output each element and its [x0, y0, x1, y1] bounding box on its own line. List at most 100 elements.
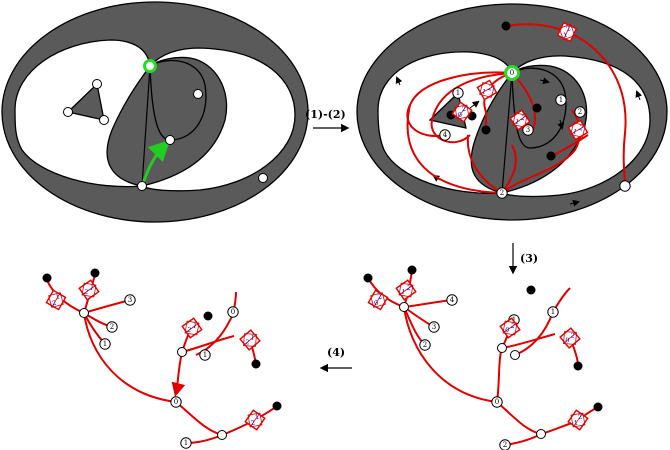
black-vertex [546, 151, 556, 161]
vertex [165, 135, 175, 145]
diamond-bottom-label: 0 [565, 336, 570, 344]
diamond-top-label: 1 [250, 334, 255, 342]
diamond-top-label: 2 [577, 413, 582, 422]
step-arrow-4: (4) [319, 346, 352, 373]
vertex [63, 107, 73, 117]
diamond-vertex: 12 [181, 317, 203, 339]
black-vertex [363, 273, 373, 283]
diamond-top-label: 1 [192, 322, 197, 331]
right-face [499, 55, 651, 198]
diamond-bottom-label: 0 [457, 111, 462, 120]
labeled-vertex: 1 [99, 338, 111, 350]
vertex-label: 2 [503, 441, 507, 449]
diamond-bottom-label: 2 [186, 326, 191, 335]
vertex-label: 2 [110, 323, 114, 331]
vertex-label: 0 [495, 398, 499, 406]
black-vertex [203, 311, 213, 321]
labeled-vertex [619, 180, 631, 192]
step-label-4: (4) [327, 346, 345, 359]
edge [141, 65, 151, 187]
diamond-top-label: 2 [461, 105, 466, 114]
labeled-vertex: 2 [419, 339, 431, 351]
panel-a-map [1, 1, 309, 223]
edge [501, 72, 513, 194]
diamond-vertex: 20 [367, 289, 389, 311]
black-vertex [526, 285, 536, 295]
labeled-vertex: 3 [124, 294, 136, 306]
diamond-top-label: 2 [565, 24, 572, 33]
black-vertex [42, 273, 52, 283]
labeled-vertex: 1 [199, 349, 211, 361]
diamond-vertex: 21 [556, 21, 578, 43]
vertex-label: 0 [174, 398, 178, 406]
tree-edge [566, 31, 627, 187]
vertex-label: 1 [103, 340, 107, 348]
vertex-label: 4 [443, 131, 448, 139]
diamond-vertex: 20 [451, 101, 473, 123]
vertex-label: 1 [203, 351, 207, 359]
labeled-vertex: 1 [547, 306, 559, 318]
vertex [99, 115, 109, 125]
black-vertex [501, 21, 511, 31]
vertex-label: 1 [512, 316, 516, 324]
diamond-bottom-label: 2 [245, 338, 250, 346]
diamond-vertex: 21 [567, 119, 589, 141]
labeled-vertex: 0 [170, 396, 182, 408]
vertex [536, 429, 546, 439]
black-vertex [272, 401, 282, 411]
tree-edge [466, 134, 503, 194]
labeled-vertex: 0 [491, 396, 503, 408]
diamond-top-label: 1 [55, 293, 61, 302]
tree-edge [406, 104, 503, 194]
diamond-top-label: 2 [520, 114, 525, 123]
diamond-bottom-label: 0 [373, 299, 379, 308]
labeled-vertex: 1 [452, 87, 464, 99]
black-vertex [251, 359, 261, 369]
vertex-label: 2 [500, 189, 504, 197]
vertex-label: 4 [450, 296, 455, 304]
vertex [497, 343, 507, 353]
diamond-vertex: 21 [476, 79, 498, 101]
diamond-bottom-label: 1 [514, 118, 519, 127]
diamond-vertex: 12 [239, 329, 261, 351]
diamond-vertex: 12 [78, 279, 100, 301]
labeled-vertex: 2 [499, 439, 511, 450]
vertex [92, 79, 102, 89]
diamond-vertex: 20 [499, 317, 521, 339]
diamond-vertex: 21 [509, 109, 531, 131]
black-vertex [593, 402, 603, 412]
diamond-vertex: 20 [559, 327, 581, 349]
step-arrow-3: (3) [508, 243, 538, 275]
diamond-vertex: 12 [244, 409, 266, 431]
vertex [79, 308, 89, 318]
diamond-top-label: 2 [570, 332, 575, 340]
diamond-bottom-label: 1 [562, 31, 569, 40]
vertex-label: 1 [184, 439, 188, 447]
black-vertex [90, 268, 100, 278]
labeled-vertex: 3 [428, 321, 440, 333]
step-label-12: (1)-(2) [305, 108, 346, 121]
diamond-top-label: 2 [487, 84, 493, 93]
step-label-3: (3) [520, 252, 538, 265]
vertex-label: 3 [526, 126, 530, 134]
diamond-vertex: 21 [567, 409, 589, 431]
vertex-label: 0 [510, 69, 514, 77]
vertex-label: 1 [456, 89, 460, 97]
diamond-bottom-label: 1 [573, 419, 578, 428]
diamond-bottom-label: 1 [400, 288, 405, 297]
vertex [399, 302, 409, 312]
vertex-label: 0 [231, 308, 235, 316]
inner-face [149, 59, 207, 141]
root-vertex [504, 65, 520, 81]
vertex-label: 3 [128, 296, 132, 304]
diamond-bottom-label: 1 [481, 87, 487, 96]
black-vertex [407, 265, 417, 275]
triangle-face [66, 82, 105, 121]
diamond-top-label: 2 [377, 293, 383, 302]
diamond-bottom-label: 1 [572, 127, 578, 136]
vertex-label: 3 [432, 323, 436, 331]
vertex [510, 350, 520, 360]
step-arrow-12: (1)-(2) [305, 108, 350, 133]
